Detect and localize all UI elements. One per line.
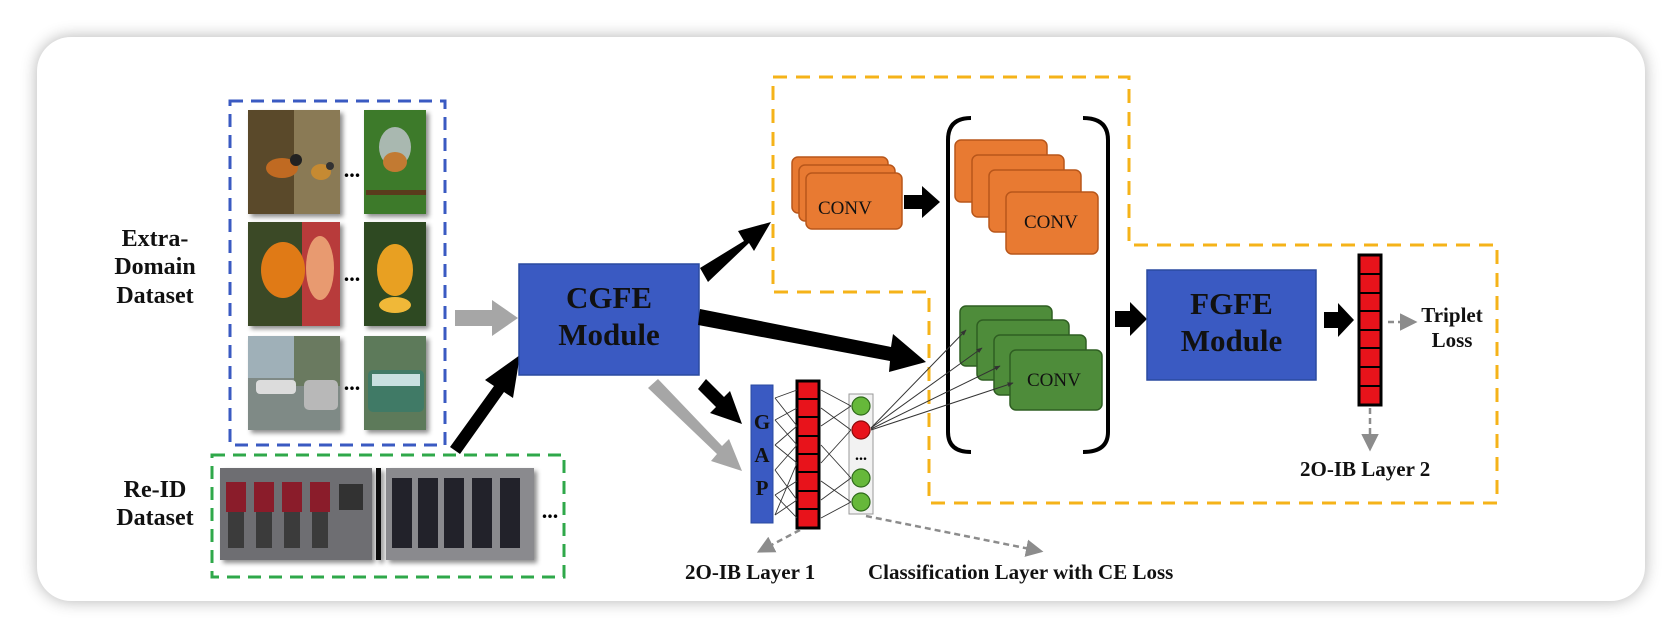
dashed-arrow-to-classification xyxy=(865,514,1044,557)
triplet-line-1: Triplet xyxy=(1421,303,1483,327)
arrow-fgfe-to-vector xyxy=(1324,303,1354,337)
extra-domain-line-3: Dataset xyxy=(116,282,194,309)
ib-layer1-vector xyxy=(795,379,821,530)
bird-image xyxy=(248,110,426,214)
vehicle-image xyxy=(248,336,426,430)
ellipsis-vehicles: ... xyxy=(344,370,361,395)
extra-domain-dataset-label: Extra- Domain Dataset xyxy=(90,225,220,310)
dashed-arrow-to-ib1 xyxy=(756,528,801,553)
gap-letter-p: P xyxy=(755,476,769,500)
cgfe-module-label: CGFE Module xyxy=(519,280,699,353)
black-arrow-cgfe-to-gap xyxy=(698,379,742,424)
ib-layer1-label: 2O-IB Layer 1 xyxy=(685,560,816,584)
pedestrian-image xyxy=(220,468,534,560)
extra-domain-line-1: Extra- xyxy=(121,226,189,252)
triplet-loss-label: Triplet Loss xyxy=(1412,303,1492,353)
conv-block-top xyxy=(791,156,903,230)
fgfe-module-label: FGFE Module xyxy=(1147,286,1316,359)
cgfe-module xyxy=(518,263,700,376)
class-node-2 xyxy=(851,420,871,440)
class-node-ellipsis: ... xyxy=(855,447,867,464)
fgfe-line-1: FGFE xyxy=(1190,286,1273,321)
arrow-stack-to-fgfe xyxy=(1115,302,1147,336)
reid-line-1: Re-ID xyxy=(123,477,187,503)
conv-stack-bottom-label: CONV xyxy=(1027,370,1081,391)
conv-top-label: CONV xyxy=(818,198,872,219)
gap-to-ib1-connections xyxy=(774,389,798,519)
bracket-right xyxy=(1082,116,1110,454)
extra-domain-dataset-box xyxy=(228,99,447,447)
reid-line-2: Dataset xyxy=(116,505,194,532)
arrow-conv-to-stack xyxy=(904,186,940,218)
cgfe-line-1: CGFE xyxy=(565,280,653,315)
cgfe-line-2: Module xyxy=(558,316,660,352)
fish-image xyxy=(248,222,426,326)
class-node-1 xyxy=(851,396,871,416)
conv-stack-orange xyxy=(954,139,1099,255)
node-to-conv-connections xyxy=(870,329,1014,431)
ellipsis-reid: ... xyxy=(542,498,559,523)
black-arrow-cgfe-to-conv xyxy=(700,222,771,282)
reid-dataset-box xyxy=(210,453,566,579)
gap-block xyxy=(750,384,774,524)
black-arrow-reid-to-cgfe xyxy=(450,355,520,454)
triplet-line-2: Loss xyxy=(1431,327,1473,352)
gray-arrow-extra-to-cgfe xyxy=(455,300,518,336)
bracket-left xyxy=(946,116,972,454)
classification-label: Classification Layer with CE Loss xyxy=(868,560,1174,584)
class-node-3 xyxy=(851,468,871,488)
ib-layer2-vector xyxy=(1357,253,1383,407)
reid-dataset-label: Re-ID Dataset xyxy=(90,476,220,533)
ellipsis-fish: ... xyxy=(344,261,361,286)
black-arrow-cgfe-to-stack xyxy=(698,309,926,372)
conv-stack-top-label: CONV xyxy=(1024,212,1078,233)
fgfe-line-2: Module xyxy=(1180,322,1283,358)
gap-letter-g: G xyxy=(753,410,771,434)
fgfe-module xyxy=(1146,269,1317,381)
class-node-4 xyxy=(851,492,871,512)
gap-letter-a: A xyxy=(754,443,770,467)
gray-arrow-cgfe-to-gap xyxy=(648,379,742,471)
ib1-to-classifier-connections xyxy=(820,389,852,519)
conv-stack-green xyxy=(959,305,1103,411)
fgfe-region-box xyxy=(771,75,1499,505)
extra-domain-line-2: Domain xyxy=(114,254,196,281)
ib-layer2-label: 2O-IB Layer 2 xyxy=(1300,457,1431,481)
ellipsis-birds: ... xyxy=(344,157,361,182)
